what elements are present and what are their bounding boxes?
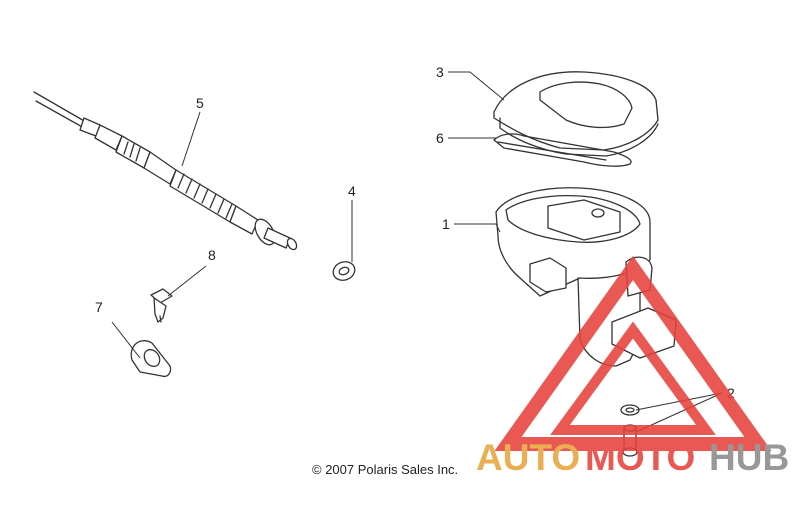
watermark-text-hub: HUB <box>709 437 789 478</box>
copyright-text: © 2007 Polaris Sales Inc. <box>312 462 458 477</box>
callout-4: 4 <box>348 183 356 199</box>
callout-3: 3 <box>436 64 444 80</box>
callout-7: 7 <box>95 299 103 315</box>
cover-part-3 <box>493 71 659 157</box>
leader-2a <box>635 392 723 411</box>
leader-8 <box>167 265 207 297</box>
watermark-text-auto: AUTO <box>476 437 580 478</box>
watermark-logo: AUTO MOTO HUB <box>476 255 789 478</box>
callout-5: 5 <box>196 95 204 111</box>
callout-1: 1 <box>442 216 450 232</box>
callout-2: 2 <box>727 385 735 401</box>
washer-part-4 <box>332 261 356 281</box>
leader-3 <box>448 71 505 101</box>
cable-part-5 <box>33 91 298 251</box>
callouts: 1 2 3 4 5 6 7 8 <box>95 64 735 401</box>
rivet-part-8 <box>150 288 173 323</box>
callout-8: 8 <box>208 247 216 263</box>
callout-6: 6 <box>436 130 444 146</box>
leader-7 <box>111 321 141 359</box>
leader-lines <box>111 71 723 433</box>
gasket-part-6 <box>493 133 632 167</box>
watermark-text-moto: MOTO <box>585 437 695 478</box>
leader-5 <box>181 111 201 167</box>
housing-part-1 <box>495 187 677 367</box>
leader-1 <box>454 223 501 233</box>
clamp-part-7 <box>130 340 172 378</box>
